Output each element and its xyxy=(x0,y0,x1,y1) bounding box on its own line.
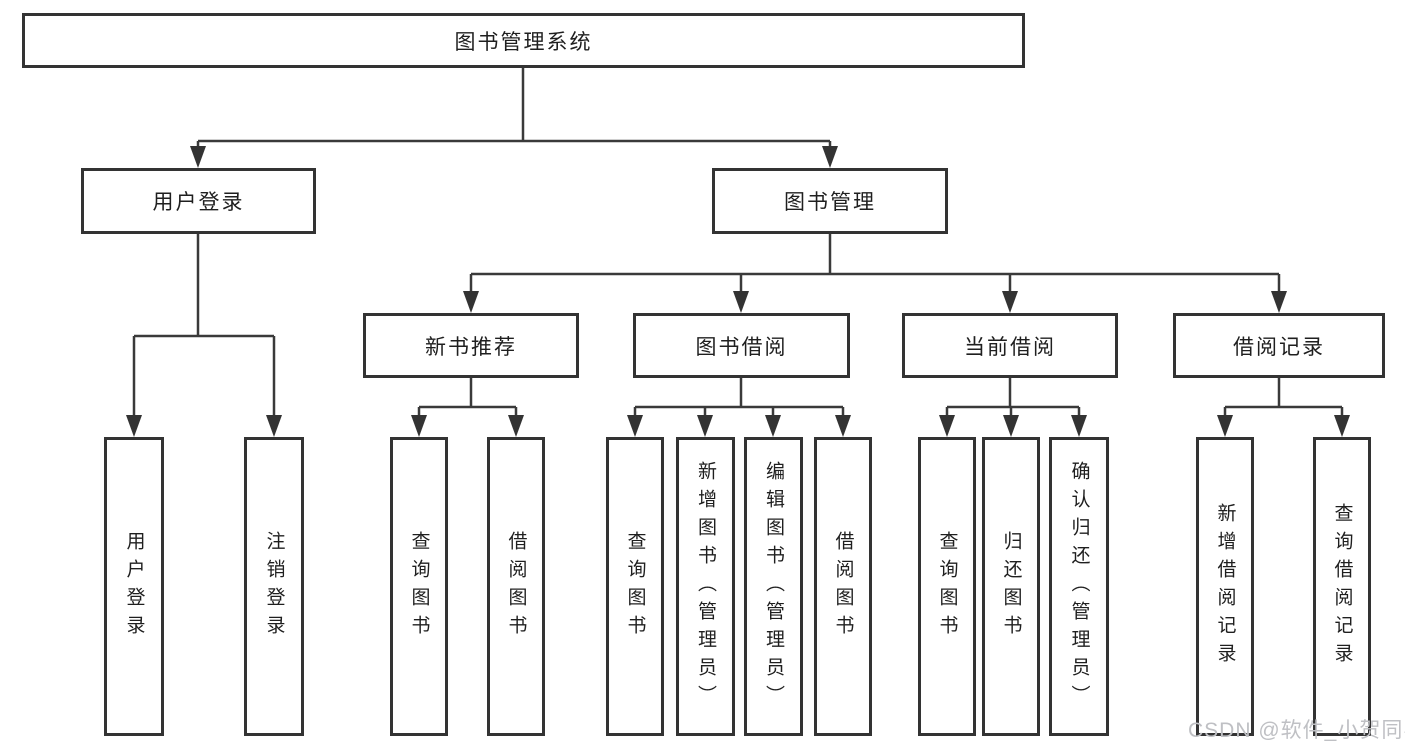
leaf-return-books-label: 归还图书 xyxy=(1000,530,1022,643)
node-new-book-recommend-label: 新书推荐 xyxy=(425,335,517,359)
leaf-edit-books-admin-label: 编辑图书（管理员） xyxy=(763,460,784,713)
node-root-label: 图书管理系统 xyxy=(454,30,593,54)
node-user-login-branch: 用户登录 xyxy=(81,168,316,234)
leaf-query-borrow-record: 查询借阅记录 xyxy=(1313,437,1371,736)
leaf-query-books-recommend: 查询图书 xyxy=(390,437,448,736)
leaf-add-borrow-record-label: 新增借阅记录 xyxy=(1214,502,1236,671)
leaf-confirm-return-admin: 确认归还（管理员） xyxy=(1049,437,1109,736)
leaf-confirm-return-admin-label: 确认归还（管理员） xyxy=(1068,460,1090,713)
arrowheads xyxy=(126,146,1350,437)
leaf-user-login-label: 用户登录 xyxy=(123,530,145,643)
leaf-borrow-books-label: 借阅图书 xyxy=(832,530,854,643)
leaf-query-books-recommend-label: 查询图书 xyxy=(408,530,430,643)
node-book-management-branch-label: 图书管理 xyxy=(784,191,876,214)
leaf-borrow-books-recommend: 借阅图书 xyxy=(487,437,545,736)
node-current-borrow: 当前借阅 xyxy=(902,313,1118,378)
leaf-add-borrow-record: 新增借阅记录 xyxy=(1196,437,1254,736)
leaf-query-books-current: 查询图书 xyxy=(918,437,976,736)
node-current-borrow-label: 当前借阅 xyxy=(964,335,1056,359)
node-user-login-branch-label: 用户登录 xyxy=(152,191,245,214)
leaf-query-books-borrow: 查询图书 xyxy=(606,437,664,736)
leaf-borrow-books-recommend-label: 借阅图书 xyxy=(505,530,527,643)
leaf-edit-books-admin: 编辑图书（管理员） xyxy=(744,437,803,736)
leaf-logout-label: 注销登录 xyxy=(263,530,285,643)
node-book-borrow-label: 图书借阅 xyxy=(695,335,788,359)
node-book-management-branch: 图书管理 xyxy=(712,168,948,234)
node-root-system: 图书管理系统 xyxy=(22,13,1025,68)
leaf-borrow-books: 借阅图书 xyxy=(814,437,872,736)
leaf-query-books-borrow-label: 查询图书 xyxy=(624,530,646,643)
leaf-query-borrow-record-label: 查询借阅记录 xyxy=(1331,502,1353,671)
node-new-book-recommend: 新书推荐 xyxy=(363,313,579,378)
node-book-borrow: 图书借阅 xyxy=(633,313,850,378)
leaf-user-login: 用户登录 xyxy=(104,437,164,736)
node-borrow-record-label: 借阅记录 xyxy=(1233,335,1325,359)
csdn-watermark: CSDN @软件_小贺同学 xyxy=(1188,719,1405,742)
leaf-add-books-admin-label: 新增图书（管理员） xyxy=(695,460,716,713)
leaf-return-books: 归还图书 xyxy=(982,437,1040,736)
node-borrow-record: 借阅记录 xyxy=(1173,313,1385,378)
leaf-add-books-admin: 新增图书（管理员） xyxy=(676,437,735,736)
leaf-logout: 注销登录 xyxy=(244,437,304,736)
leaf-query-books-current-label: 查询图书 xyxy=(936,530,958,643)
